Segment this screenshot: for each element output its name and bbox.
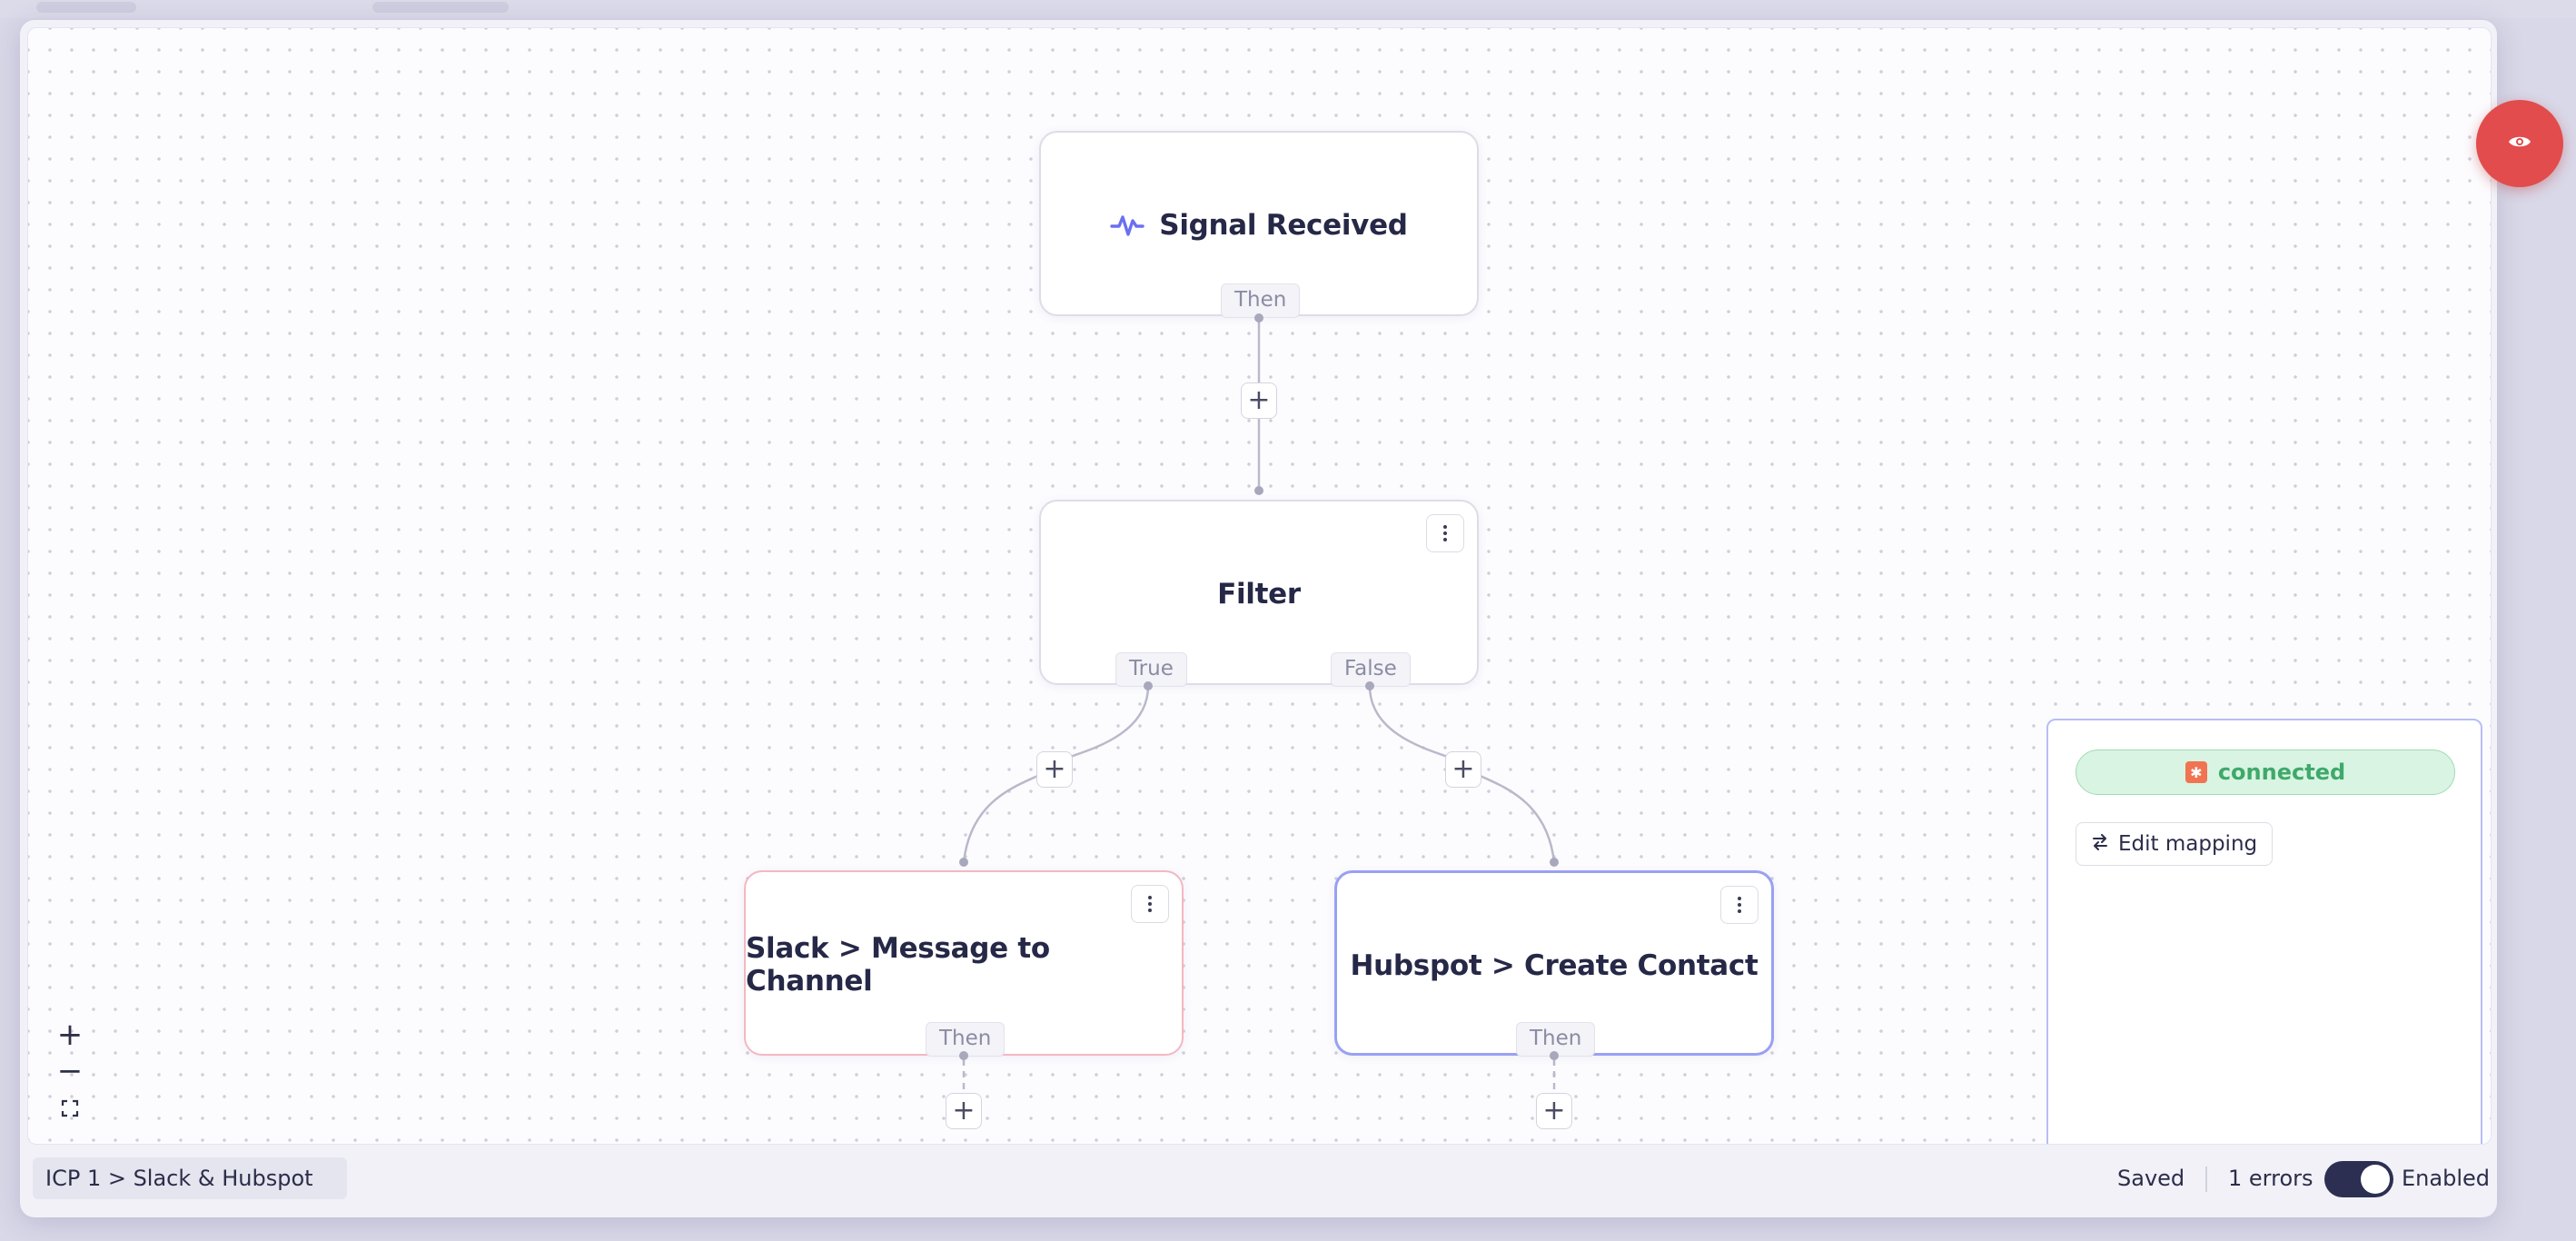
slack-then-handle[interactable]: Then xyxy=(926,1022,1006,1057)
add-step-button[interactable]: + xyxy=(1445,751,1481,788)
edit-mapping-label: Edit mapping xyxy=(2118,832,2258,856)
trigger-node-title: Signal Received xyxy=(1159,209,1408,242)
hubspot-node-title: Hubspot > Create Contact xyxy=(1350,949,1759,982)
zoom-out-button[interactable]: − xyxy=(56,1053,84,1089)
edit-mapping-button[interactable]: Edit mapping xyxy=(2076,822,2274,866)
trigger-node-title-row: Signal Received xyxy=(1041,133,1477,318)
more-vertical-icon xyxy=(1443,525,1447,529)
preview-button[interactable] xyxy=(2476,100,2563,187)
fullscreen-icon xyxy=(61,1089,79,1126)
trigger-then-handle[interactable]: Then xyxy=(1221,283,1301,318)
add-step-button[interactable]: + xyxy=(1241,382,1277,419)
activity-pulse-icon xyxy=(1110,213,1144,238)
workflow-editor-modal: Signal Received Then + Filter True False… xyxy=(20,20,2497,1217)
footer-divider xyxy=(2205,1167,2207,1192)
connection-dot[interactable] xyxy=(1365,681,1374,690)
editor-footer: ICP 1 > Slack & Hubspot Saved 1 errors E… xyxy=(20,1143,2497,1217)
node-menu-button[interactable] xyxy=(1720,886,1759,924)
connection-status-badge: ✱ connected xyxy=(2076,750,2455,795)
swap-arrows-icon xyxy=(2091,832,2109,856)
flow-canvas[interactable]: Signal Received Then + Filter True False… xyxy=(27,27,2492,1145)
background-app-strip xyxy=(0,0,2576,18)
filter-node[interactable]: Filter xyxy=(1039,500,1479,685)
save-status: Saved xyxy=(2117,1166,2185,1191)
fit-view-button[interactable] xyxy=(52,1091,88,1124)
node-menu-button[interactable] xyxy=(1426,514,1464,552)
connection-dot[interactable] xyxy=(1254,313,1263,323)
breadcrumb[interactable]: ICP 1 > Slack & Hubspot xyxy=(33,1157,347,1199)
slack-node-title: Slack > Message to Channel xyxy=(746,932,1050,998)
filter-node-title: Filter xyxy=(1217,578,1301,611)
connection-dot[interactable] xyxy=(959,858,968,867)
enabled-toggle[interactable] xyxy=(2324,1161,2393,1197)
hubspot-config-panel: ✱ connected Edit mapping xyxy=(2046,719,2482,1144)
filter-false-handle[interactable]: False xyxy=(1331,652,1411,687)
connection-dot[interactable] xyxy=(1144,681,1153,690)
hubspot-logo-icon: ✱ xyxy=(2185,761,2207,783)
add-step-button[interactable]: + xyxy=(1536,1093,1572,1129)
node-menu-button[interactable] xyxy=(1131,885,1169,923)
error-count[interactable]: 1 errors xyxy=(2228,1166,2313,1191)
connection-dot[interactable] xyxy=(959,1051,968,1060)
more-vertical-icon xyxy=(1738,897,1741,900)
background-placeholder xyxy=(36,2,136,13)
connection-dot[interactable] xyxy=(1550,1051,1559,1060)
add-step-button[interactable]: + xyxy=(946,1093,982,1129)
hubspot-then-handle[interactable]: Then xyxy=(1516,1022,1596,1057)
zoom-in-button[interactable]: + xyxy=(56,1017,84,1053)
enabled-label: Enabled xyxy=(2402,1166,2490,1191)
more-vertical-icon xyxy=(1148,896,1152,899)
filter-true-handle[interactable]: True xyxy=(1115,652,1187,687)
toggle-knob xyxy=(2361,1165,2390,1194)
connection-dot[interactable] xyxy=(1550,858,1559,867)
add-step-button[interactable]: + xyxy=(1036,751,1073,788)
eye-icon xyxy=(2508,134,2531,154)
connection-status-label: connected xyxy=(2217,759,2346,785)
connection-dot[interactable] xyxy=(1254,486,1263,495)
background-placeholder xyxy=(372,2,509,13)
